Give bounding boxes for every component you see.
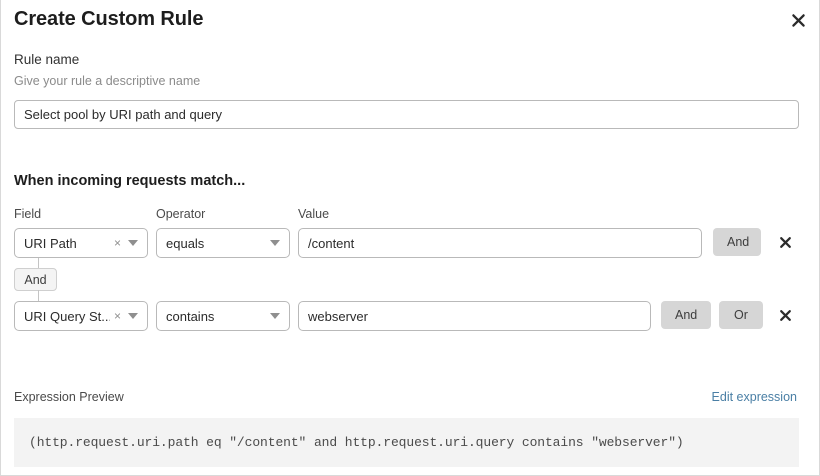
- page-title: Create Custom Rule: [14, 8, 204, 30]
- group-connector-line-bottom: [38, 290, 39, 301]
- column-header-operator: Operator: [156, 207, 206, 221]
- delete-row-icon-1[interactable]: [775, 230, 795, 254]
- delete-row-icon-2[interactable]: [775, 303, 795, 327]
- condition-row: URI Path × equals And: [1, 228, 819, 258]
- expression-preview-box: (http.request.uri.path eq "/content" and…: [14, 418, 799, 467]
- and-button-row-2[interactable]: And: [661, 301, 711, 329]
- clear-icon[interactable]: ×: [113, 236, 121, 250]
- and-button-row-1[interactable]: And: [713, 228, 761, 256]
- field-select-value: URI Query St...: [24, 308, 110, 324]
- chevron-down-icon: [270, 240, 280, 246]
- edit-expression-link[interactable]: Edit expression: [711, 390, 797, 404]
- expression-code-text: (http.request.uri.path eq "/content" and…: [29, 435, 684, 450]
- close-icon[interactable]: [785, 7, 811, 33]
- expression-preview-label: Expression Preview: [14, 390, 124, 404]
- operator-select-row-1[interactable]: equals: [156, 228, 290, 258]
- condition-row: URI Query St... × contains And Or: [1, 301, 819, 331]
- operator-select-value: contains: [166, 308, 215, 324]
- column-header-field: Field: [14, 207, 42, 221]
- group-logic-and-pill[interactable]: And: [14, 268, 57, 291]
- match-section-heading: When incoming requests match...: [14, 173, 246, 189]
- operator-select-value: equals: [166, 235, 205, 251]
- rule-name-input[interactable]: [14, 100, 799, 129]
- or-button-row-2[interactable]: Or: [719, 301, 763, 329]
- group-connector-line-top: [38, 258, 39, 269]
- field-select-row-2[interactable]: URI Query St... ×: [14, 301, 148, 331]
- value-input-row-1[interactable]: [298, 228, 702, 258]
- rule-name-label: Rule name: [14, 52, 80, 67]
- field-select-value: URI Path: [24, 235, 77, 251]
- chevron-down-icon: [270, 313, 280, 319]
- field-select-row-1[interactable]: URI Path ×: [14, 228, 148, 258]
- operator-select-row-2[interactable]: contains: [156, 301, 290, 331]
- value-input-row-2[interactable]: [298, 301, 651, 331]
- clear-icon[interactable]: ×: [113, 309, 121, 323]
- rule-name-help-text: Give your rule a descriptive name: [14, 74, 201, 88]
- chevron-down-icon: [128, 313, 138, 319]
- chevron-down-icon: [128, 240, 138, 246]
- column-header-value: Value: [298, 207, 330, 221]
